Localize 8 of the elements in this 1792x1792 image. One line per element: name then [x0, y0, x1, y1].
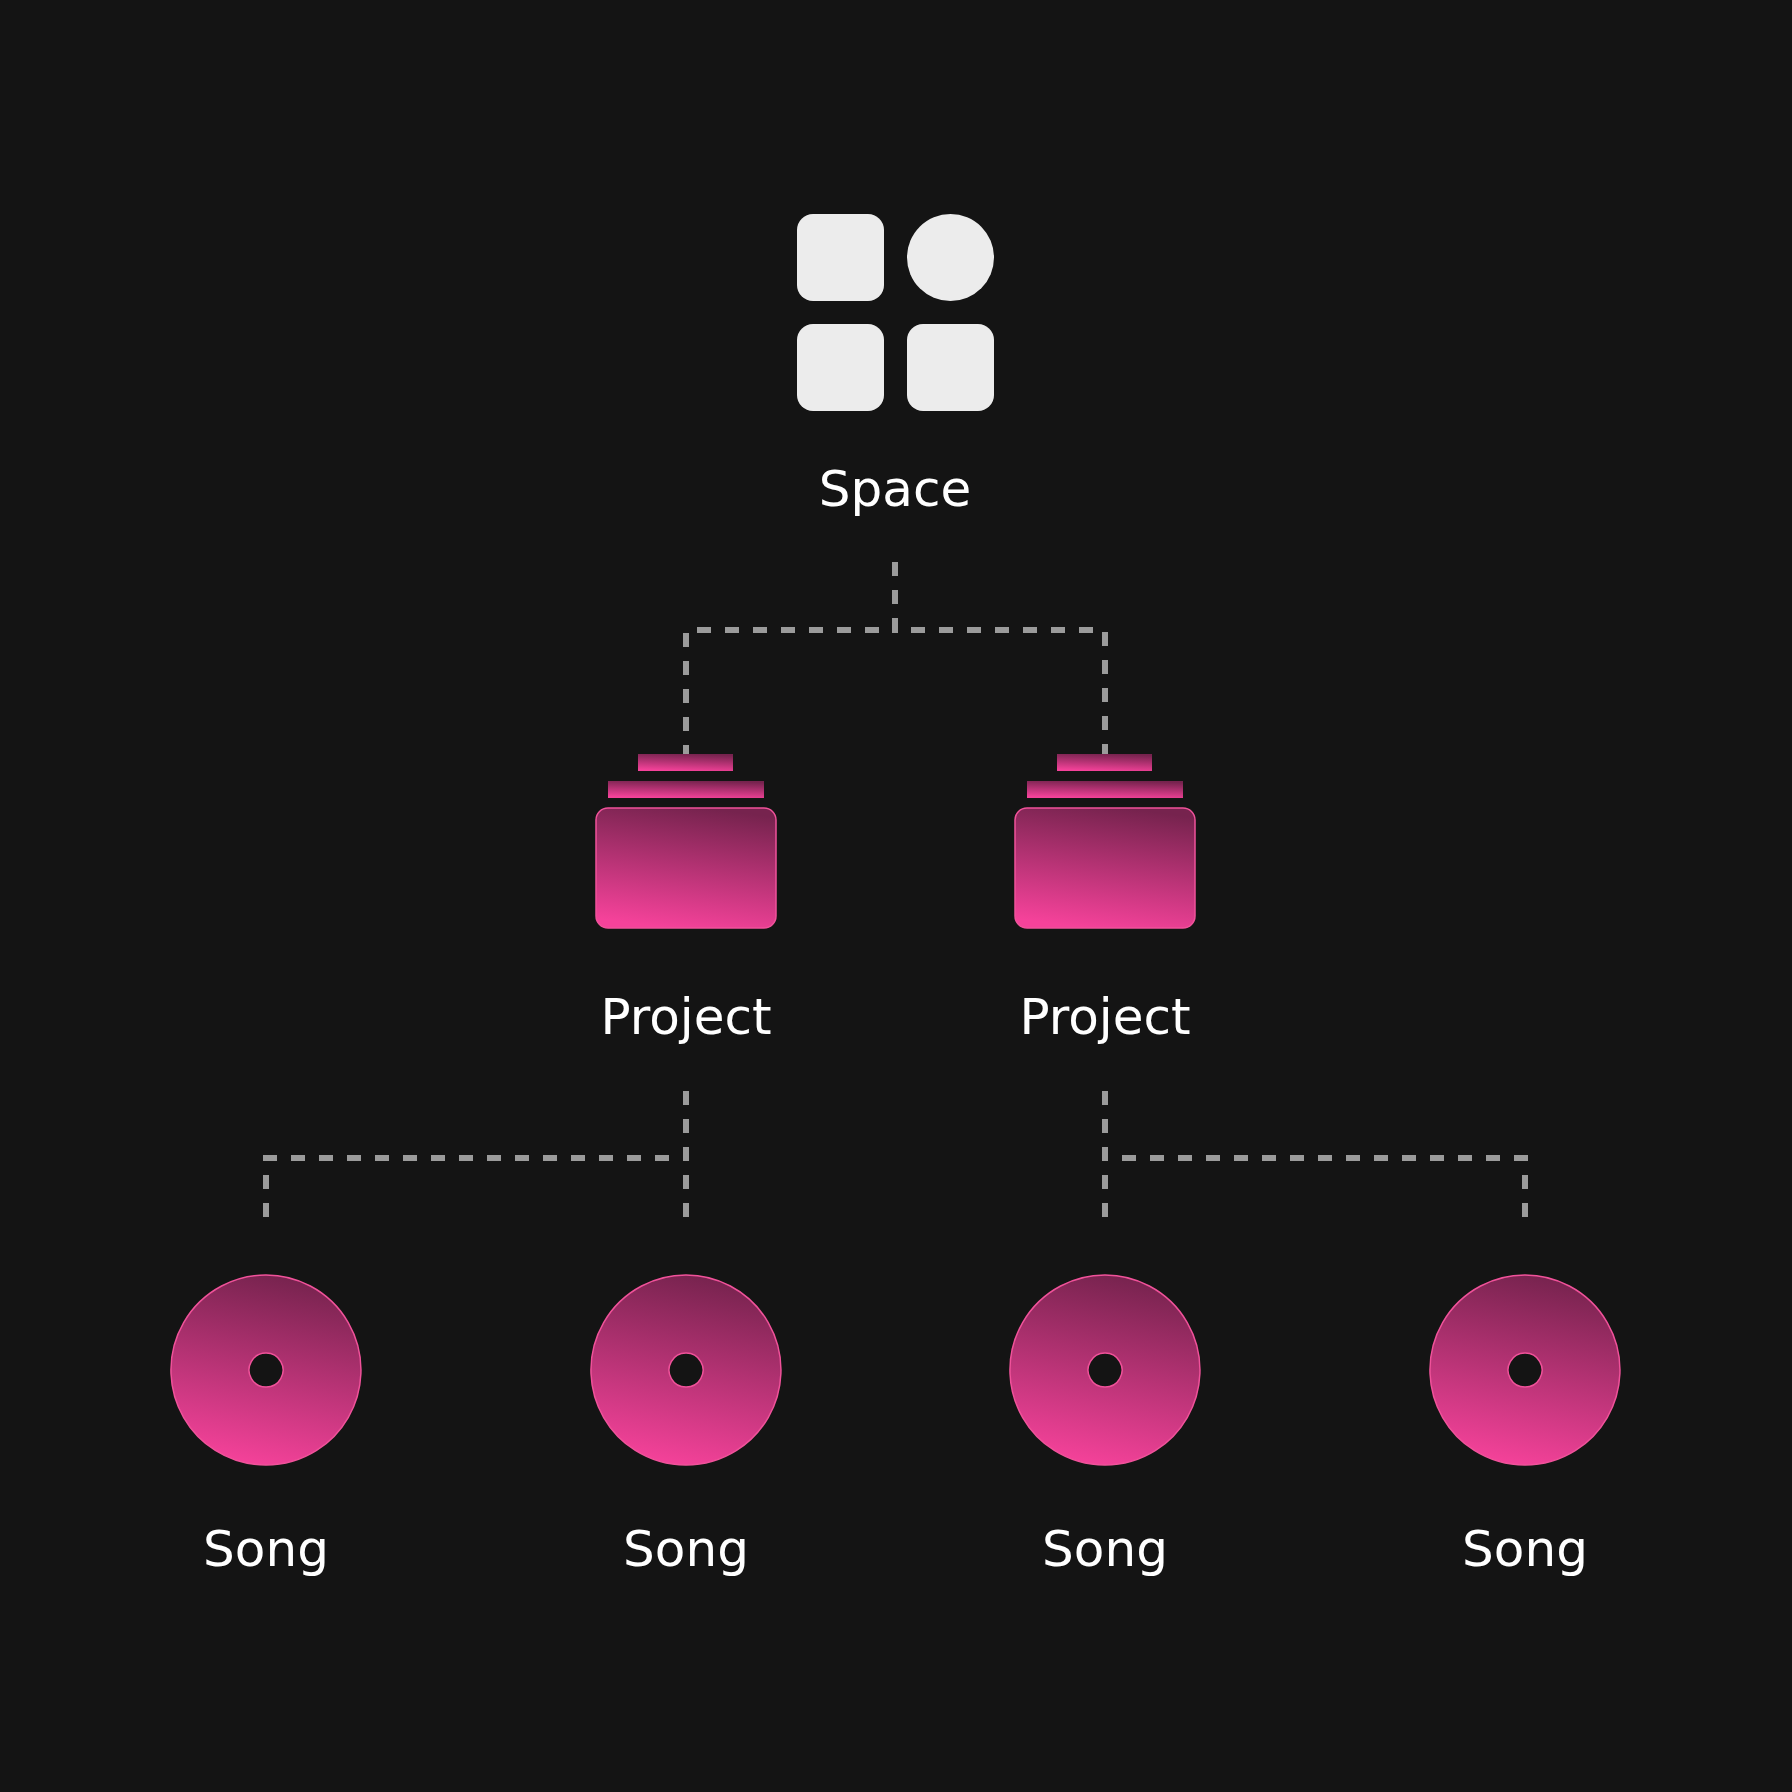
node-label: Project	[600, 987, 772, 1047]
dashed-connector	[892, 562, 1108, 754]
node-label: Space	[818, 459, 972, 519]
node-label: Project	[1019, 987, 1191, 1047]
node-label: Song	[623, 1519, 749, 1579]
node-label: Song	[1042, 1519, 1168, 1579]
node-label: Song	[203, 1519, 329, 1579]
node-label: Song	[1462, 1519, 1588, 1579]
